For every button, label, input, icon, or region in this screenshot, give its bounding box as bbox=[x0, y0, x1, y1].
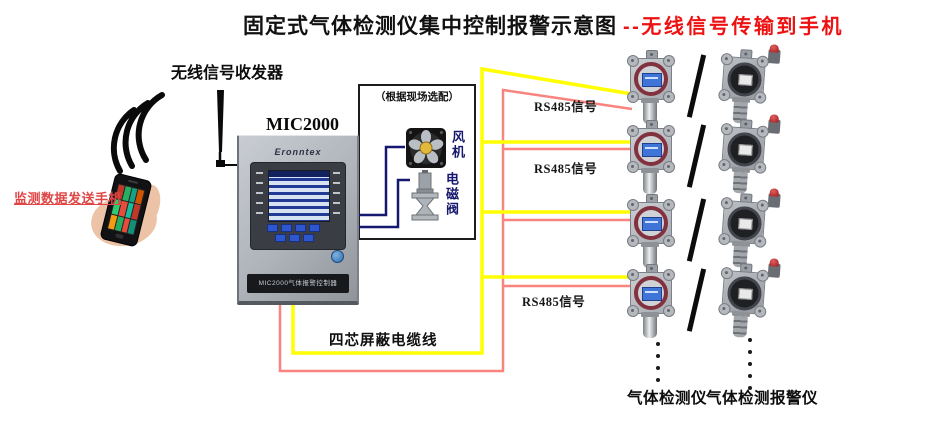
detector-lcd bbox=[642, 287, 662, 301]
sensor-barrel bbox=[643, 173, 657, 194]
corner-lug bbox=[756, 269, 770, 283]
or-separator-slash bbox=[686, 198, 706, 262]
corner-lug bbox=[663, 235, 675, 247]
corner-lug bbox=[720, 52, 734, 66]
panel-indicators-left bbox=[256, 172, 263, 218]
detector-body bbox=[717, 52, 770, 105]
corner-lug bbox=[717, 302, 731, 316]
detector-body bbox=[717, 196, 770, 249]
sensor-collar bbox=[641, 242, 659, 247]
corner-lug bbox=[717, 158, 731, 172]
corner-lug bbox=[717, 88, 731, 102]
detector-lcd bbox=[642, 73, 662, 87]
detector-tag bbox=[738, 144, 753, 157]
corner-lug bbox=[720, 266, 734, 280]
corner-lug bbox=[663, 305, 675, 317]
detector-tag bbox=[738, 288, 753, 301]
corner-lug bbox=[753, 235, 767, 249]
corner-lug bbox=[663, 55, 675, 67]
detector-bezel bbox=[634, 276, 668, 310]
corner-lug bbox=[720, 122, 734, 136]
detector-body bbox=[627, 269, 675, 317]
corner-lug bbox=[756, 199, 770, 213]
corner-lug bbox=[627, 235, 639, 247]
corner-lug bbox=[627, 125, 639, 137]
corner-lug bbox=[663, 199, 675, 211]
gas-detector-alarm-icon bbox=[710, 261, 795, 340]
detector-body bbox=[627, 125, 675, 173]
detector-body bbox=[717, 122, 770, 175]
gas-detector-alarm-icon bbox=[710, 117, 795, 196]
detector-body bbox=[627, 199, 675, 247]
gas-detector-alarm-icon bbox=[710, 47, 795, 126]
alarm-beacon bbox=[767, 49, 781, 64]
continuation-dots-right bbox=[748, 338, 752, 390]
corner-lug bbox=[627, 55, 639, 67]
transceiver-label: 无线信号收发器 bbox=[171, 65, 284, 82]
corner-lug bbox=[663, 161, 675, 173]
alarm-beacon bbox=[767, 193, 781, 208]
sensor-collar bbox=[641, 98, 659, 103]
detector-bezel bbox=[634, 62, 668, 96]
corner-lug bbox=[756, 125, 770, 139]
gas-detector-icon bbox=[620, 264, 682, 338]
sensor-barrel bbox=[643, 317, 657, 338]
corner-lug bbox=[627, 91, 639, 103]
corner-lug bbox=[753, 161, 767, 175]
detector-row bbox=[620, 47, 800, 126]
detector-tag bbox=[738, 74, 753, 87]
title-main-text: 固定式气体检测仪集中控制报警示意图 bbox=[243, 14, 617, 38]
corner-lug bbox=[627, 199, 639, 211]
gas-detector-alarm-column-label: 气体检测报警仪 bbox=[706, 390, 819, 407]
sensor-barrel bbox=[732, 171, 748, 194]
detector-body bbox=[717, 266, 770, 319]
detector-lcd bbox=[642, 217, 662, 231]
corner-lug bbox=[627, 269, 639, 281]
corner-lug bbox=[663, 125, 675, 137]
detector-bezel bbox=[634, 206, 668, 240]
gas-detector-icon bbox=[620, 120, 682, 194]
corner-lug bbox=[753, 91, 767, 105]
alarm-beacon bbox=[767, 263, 781, 278]
detector-lcd bbox=[642, 143, 662, 157]
gas-detector-alarm-icon bbox=[710, 191, 795, 270]
corner-lug bbox=[720, 196, 734, 210]
or-separator-slash bbox=[686, 124, 706, 188]
sensor-barrel bbox=[643, 247, 657, 268]
detector-bezel bbox=[634, 132, 668, 166]
alarm-beacon bbox=[767, 119, 781, 134]
gas-detector-icon bbox=[620, 194, 682, 268]
corner-lug bbox=[717, 232, 731, 246]
sensor-barrel bbox=[643, 103, 657, 124]
corner-lug bbox=[753, 305, 767, 319]
sensor-barrel bbox=[732, 315, 748, 338]
sensor-collar bbox=[641, 312, 659, 317]
corner-lug bbox=[663, 269, 675, 281]
detector-row bbox=[620, 191, 800, 270]
detector-tag bbox=[738, 218, 753, 231]
corner-lug bbox=[756, 55, 770, 69]
sensor-collar bbox=[641, 168, 659, 173]
or-separator-slash bbox=[686, 268, 706, 332]
corner-lug bbox=[627, 161, 639, 173]
corner-lug bbox=[627, 305, 639, 317]
page-title: 固定式气体检测仪集中控制报警示意图 --无线信号传输到手机 bbox=[243, 10, 844, 40]
or-separator-slash bbox=[686, 54, 706, 118]
phone-caption: 监测数据发送手机 bbox=[14, 191, 123, 206]
detector-body bbox=[627, 55, 675, 103]
title-accent-text: --无线信号传输到手机 bbox=[623, 16, 844, 38]
continuation-dots-left bbox=[656, 342, 660, 382]
detector-row bbox=[620, 117, 800, 196]
detector-row bbox=[620, 261, 800, 340]
gas-detector-column-label: 气体检测仪 bbox=[627, 390, 708, 407]
gas-detector-icon bbox=[620, 50, 682, 124]
corner-lug bbox=[663, 91, 675, 103]
